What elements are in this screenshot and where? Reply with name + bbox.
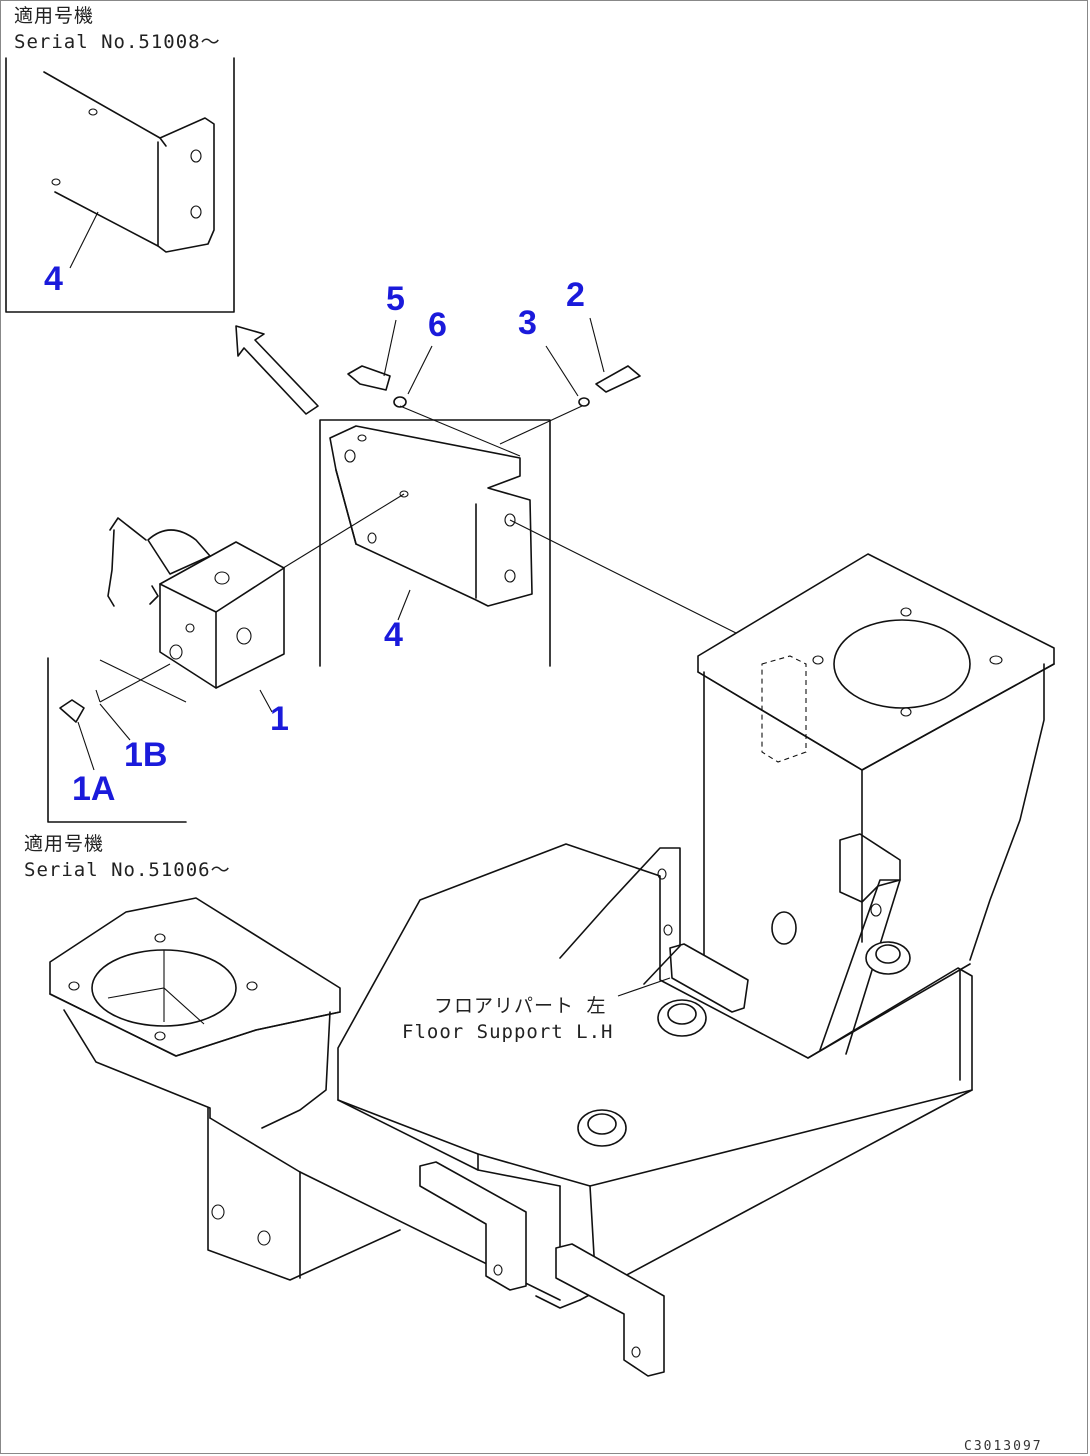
nut-3 xyxy=(865,941,911,975)
floor-support-jp: フロアリパート 左 xyxy=(434,995,606,1017)
valve-block xyxy=(107,517,285,713)
bottom-serial-jp: 適用号機 xyxy=(24,833,104,855)
callout-1b: 1B xyxy=(124,736,167,774)
bottom-serial-en: Serial No.51006～ xyxy=(24,859,231,881)
top-serial-en: Serial No.51008～ xyxy=(14,31,221,53)
main-frame xyxy=(49,553,1055,1377)
callout-3: 3 xyxy=(518,304,537,342)
callout-1a: 1A xyxy=(72,770,115,808)
inset-top xyxy=(5,57,235,313)
callouts: 4 5 6 3 2 4 1 1B 1A xyxy=(44,260,585,808)
top-serial-jp: 適用号機 xyxy=(14,5,94,27)
callout-1: 1 xyxy=(270,700,289,738)
callout-4: 4 xyxy=(384,616,403,654)
floor-support-en: Floor Support L.H xyxy=(402,1021,613,1043)
nut-1 xyxy=(657,999,707,1037)
callout-2: 2 xyxy=(566,276,585,314)
callout-inset-4: 4 xyxy=(44,260,63,298)
nut-2 xyxy=(577,1109,627,1147)
inset-center xyxy=(279,317,771,667)
inset-bottom xyxy=(47,657,187,823)
callout-5: 5 xyxy=(386,280,405,318)
callout-6: 6 xyxy=(428,306,447,344)
direction-arrow xyxy=(235,325,319,415)
drawing-code: C3013097 xyxy=(964,1439,1043,1454)
